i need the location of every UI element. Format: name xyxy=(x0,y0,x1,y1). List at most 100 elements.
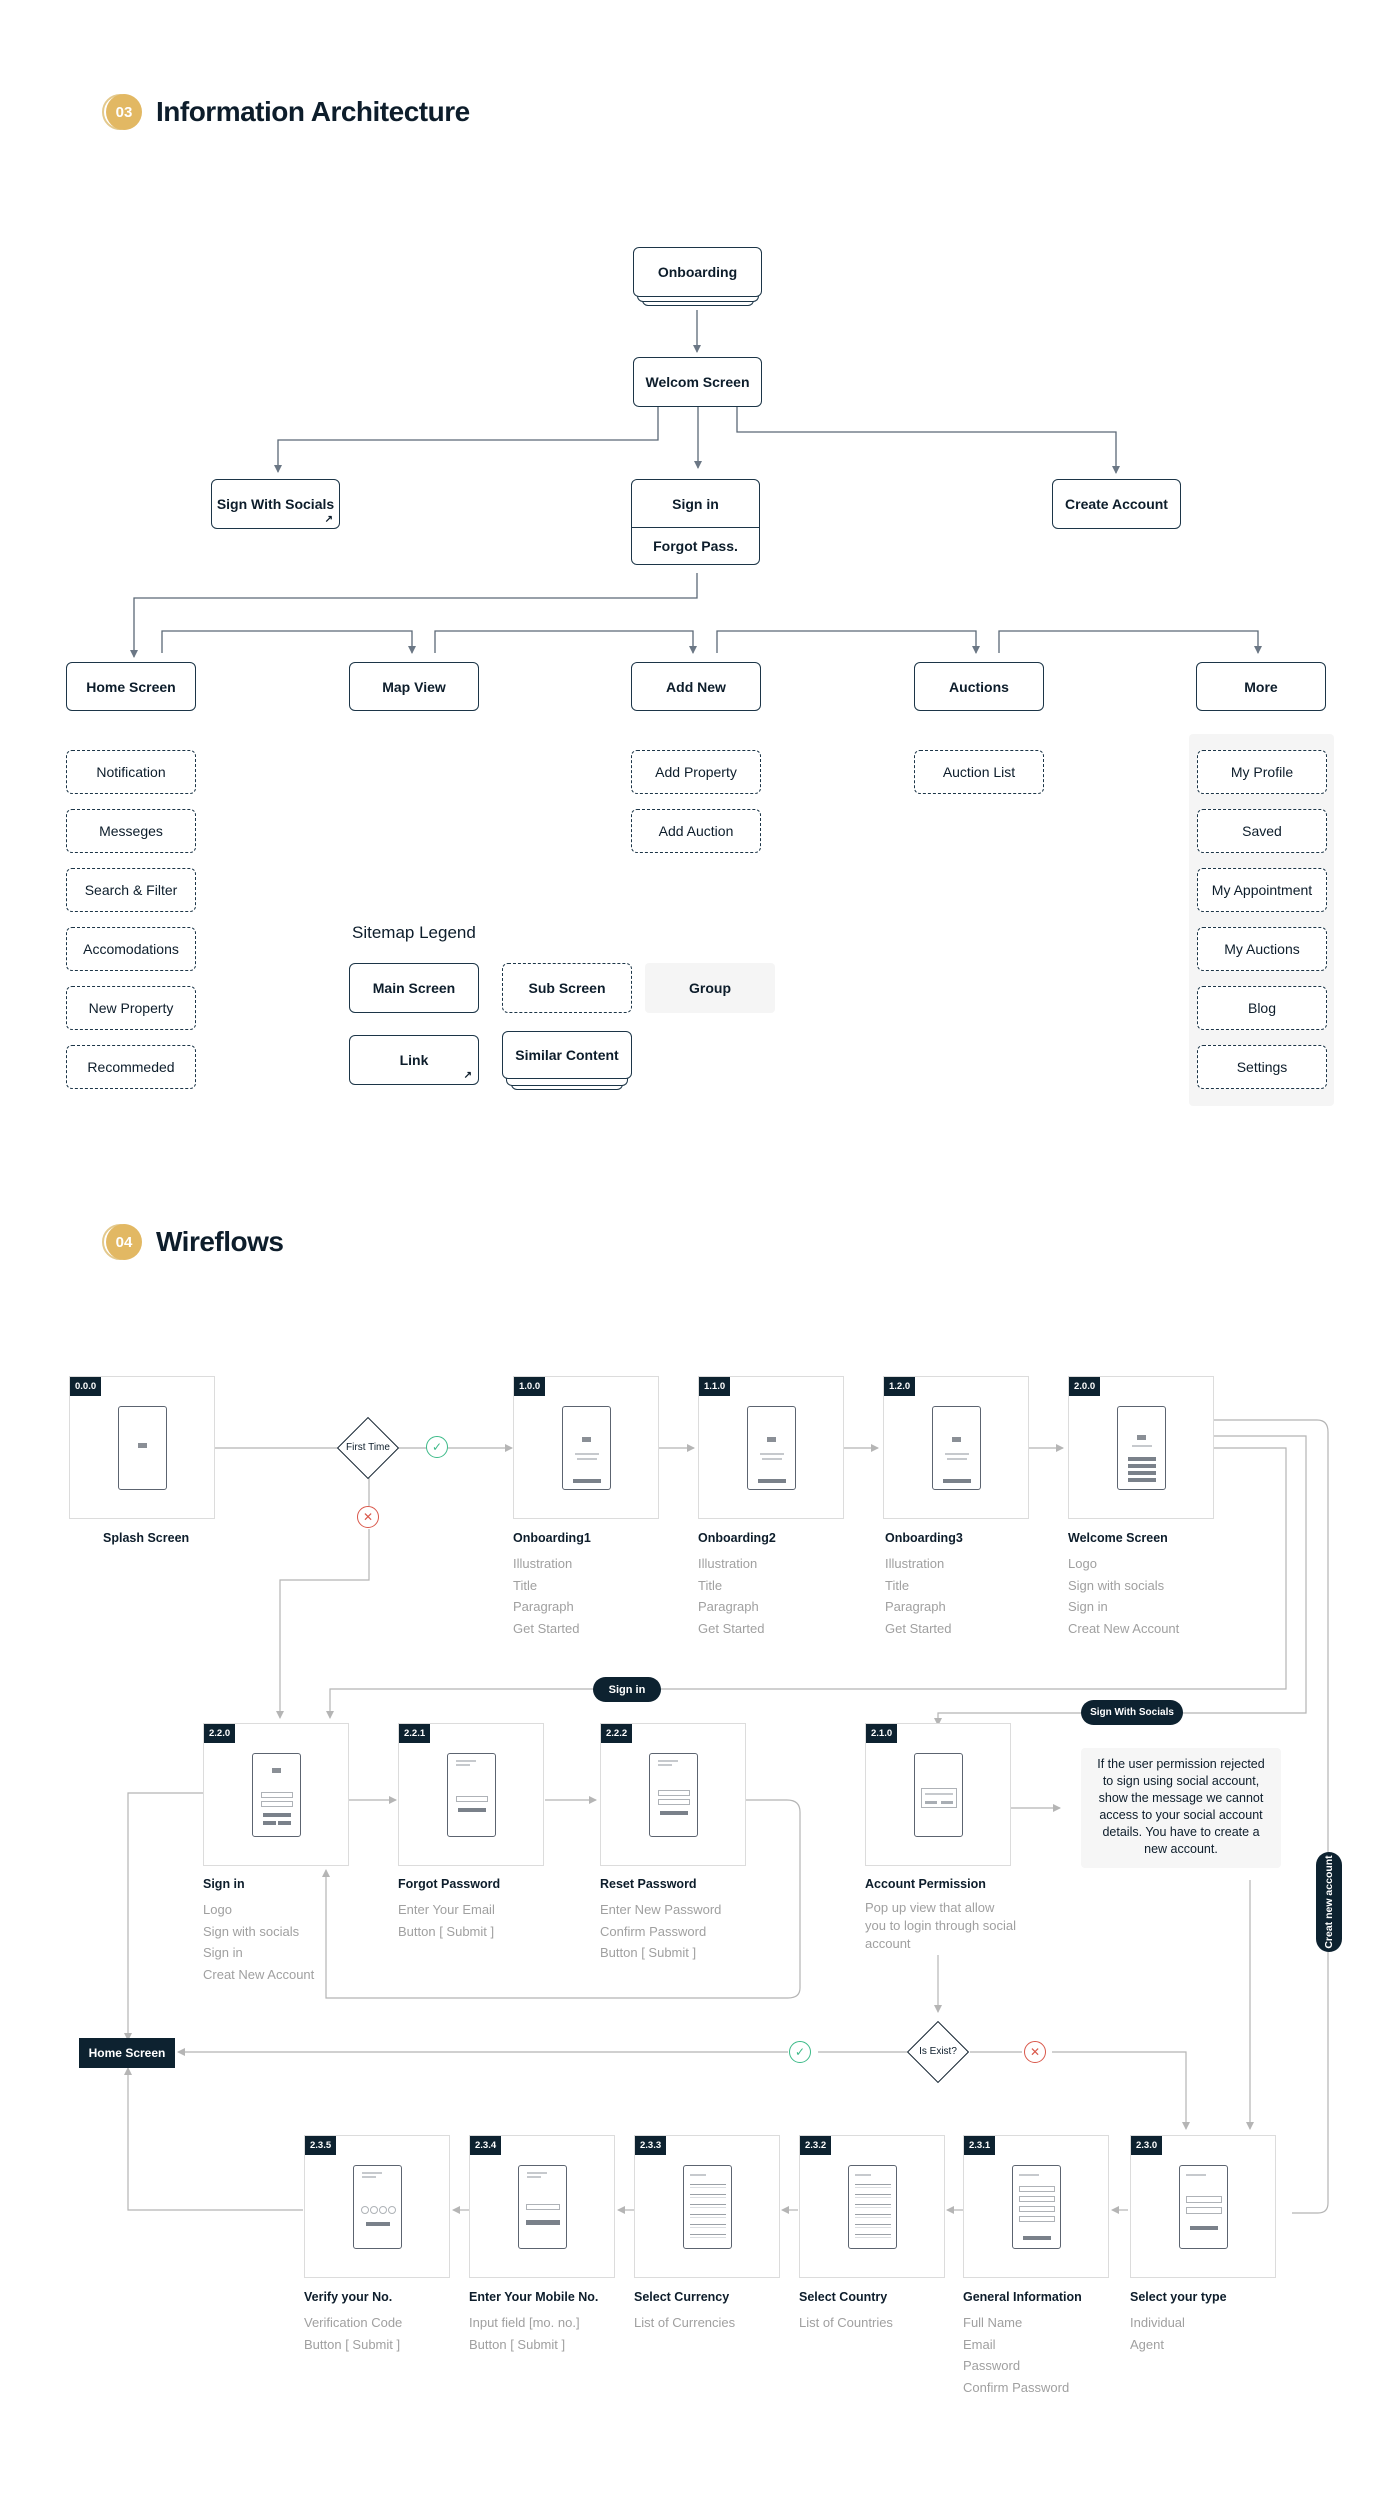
legend-link-label: Link xyxy=(399,1052,429,1068)
wf-card-welcome[interactable]: 2.0.0 xyxy=(1068,1376,1214,1519)
phone-wireframe xyxy=(848,2165,897,2249)
sign-in-label: Sign in xyxy=(672,496,719,512)
wf-card-number: 1.2.0 xyxy=(884,1377,916,1396)
wf-card-title: Verify your No. xyxy=(304,2290,393,2304)
wf-card-account-permission[interactable]: 2.1.0 xyxy=(865,1723,1011,1866)
sign-in-pill: Sign in xyxy=(593,1677,661,1702)
forgot-pass-box: Forgot Pass. xyxy=(631,527,760,565)
wf-card-number: 2.3.1 xyxy=(964,2136,996,2155)
wf-card-title: Reset Password xyxy=(600,1877,697,1891)
wf-card-number: 2.3.2 xyxy=(800,2136,832,2155)
cross-icon: ✕ xyxy=(1024,2041,1046,2063)
legend-similar-label: Similar Content xyxy=(515,1047,619,1063)
cross-icon: ✕ xyxy=(357,1506,379,1528)
more-group xyxy=(1189,734,1334,1106)
wf-card-number: 2.3.5 xyxy=(305,2136,337,2155)
phone-wireframe xyxy=(353,2165,402,2249)
social-permission-note: If the user permission rejected to sign … xyxy=(1081,1748,1281,1868)
wf-card-title: Onboarding1 xyxy=(513,1531,591,1545)
wf-card-title: Onboarding3 xyxy=(885,1531,963,1545)
phone-wireframe xyxy=(1179,2165,1228,2249)
wf-card-select-currency[interactable]: 2.3.3 xyxy=(634,2135,780,2278)
onboarding-box: Onboarding xyxy=(633,247,762,297)
wf-card-general-information[interactable]: 2.3.1 xyxy=(963,2135,1109,2278)
sign-with-socials-pill: Sign With Socials xyxy=(1081,1700,1183,1725)
link-arrow-icon: ↗ xyxy=(463,1070,472,1081)
sub-new-property: New Property xyxy=(66,986,196,1030)
wf-card-number: 2.1.0 xyxy=(866,1724,898,1743)
sign-in-box: Sign in xyxy=(631,479,760,529)
sub-messeges: Messeges xyxy=(66,809,196,853)
sub-accomodations: Accomodations xyxy=(66,927,196,971)
welcome-screen-box: Welcom Screen xyxy=(633,357,762,407)
phone-wireframe xyxy=(562,1406,611,1490)
wf-card-items: List of Currencies xyxy=(634,2315,736,2330)
wf-card-onboarding2[interactable]: 1.1.0 xyxy=(698,1376,844,1519)
more-label: More xyxy=(1244,678,1278,695)
wf-card-title: Welcome Screen xyxy=(1068,1531,1168,1545)
wf-card-number: 1.1.0 xyxy=(699,1377,731,1396)
wf-card-mobile-number[interactable]: 2.3.4 xyxy=(469,2135,615,2278)
sub-notification: Notification xyxy=(66,750,196,794)
sign-socials-label: Sign With Socials xyxy=(216,496,335,512)
wf-section-badge: 04 xyxy=(102,1224,142,1260)
sub-recommeded: Recommeded xyxy=(66,1045,196,1089)
wf-card-title: Select Country xyxy=(799,2290,888,2304)
more-box: More xyxy=(1196,662,1326,711)
check-icon: ✓ xyxy=(789,2041,811,2063)
wf-card-reset-password[interactable]: 2.2.2 xyxy=(600,1723,746,1866)
sub-my-profile: My Profile xyxy=(1197,750,1327,794)
auctions-box: Auctions xyxy=(914,662,1044,711)
wf-card-number: 2.3.3 xyxy=(635,2136,667,2155)
wf-card-sign-in[interactable]: 2.2.0 xyxy=(203,1723,349,1866)
legend-link: Link ↗ xyxy=(349,1035,479,1085)
phone-wireframe xyxy=(649,1753,698,1837)
wf-section-heading: 04 Wireflows xyxy=(102,1224,284,1260)
wf-card-verify-number[interactable]: 2.3.5 xyxy=(304,2135,450,2278)
phone-wireframe xyxy=(252,1753,301,1837)
wf-section-number: 04 xyxy=(106,1224,142,1260)
ia-section-badge: 03 xyxy=(102,94,142,130)
wf-card-number: 2.2.2 xyxy=(601,1724,633,1743)
wf-card-title: Sign in xyxy=(203,1877,245,1891)
wf-section-title: Wireflows xyxy=(156,1226,284,1257)
wf-card-number: 2.2.1 xyxy=(399,1724,431,1743)
wf-card-splash[interactable]: 0.0.0 xyxy=(69,1376,215,1519)
home-screen-label: Home Screen xyxy=(86,678,176,695)
create-account-label: Create Account xyxy=(1065,496,1168,512)
wf-card-number: 2.2.0 xyxy=(204,1724,236,1743)
phone-wireframe xyxy=(747,1406,796,1490)
wf-card-items: List of Countries xyxy=(799,2315,893,2330)
wf-card-title: Select your type xyxy=(1130,2290,1227,2304)
sub-saved: Saved xyxy=(1197,809,1327,853)
sub-my-appointment: My Appointment xyxy=(1197,868,1327,912)
phone-wireframe xyxy=(683,2165,732,2249)
wf-card-number: 2.3.4 xyxy=(470,2136,502,2155)
wf-card-title: General Information xyxy=(963,2290,1082,2304)
wf-card-title: Onboarding2 xyxy=(698,1531,776,1545)
sub-blog: Blog xyxy=(1197,986,1327,1030)
wf-card-onboarding1[interactable]: 1.0.0 xyxy=(513,1376,659,1519)
wf-card-number: 0.0.0 xyxy=(70,1377,102,1396)
wf-card-onboarding3[interactable]: 1.2.0 xyxy=(883,1376,1029,1519)
phone-wireframe xyxy=(932,1406,981,1490)
first-time-label: First Time xyxy=(346,1442,390,1453)
wf-card-forgot-password[interactable]: 2.2.1 xyxy=(398,1723,544,1866)
sub-settings: Settings xyxy=(1197,1045,1327,1089)
home-screen-box: Home Screen xyxy=(66,662,196,711)
sub-my-auctions: My Auctions xyxy=(1197,927,1327,971)
wf-card-select-country[interactable]: 2.3.2 xyxy=(799,2135,945,2278)
wf-card-number: 2.0.0 xyxy=(1069,1377,1101,1396)
ia-section-heading: 03 Information Architecture xyxy=(102,94,470,130)
map-view-label: Map View xyxy=(382,678,446,695)
create-account-box: Create Account xyxy=(1052,479,1181,529)
wf-card-select-type[interactable]: 2.3.0 xyxy=(1130,2135,1276,2278)
